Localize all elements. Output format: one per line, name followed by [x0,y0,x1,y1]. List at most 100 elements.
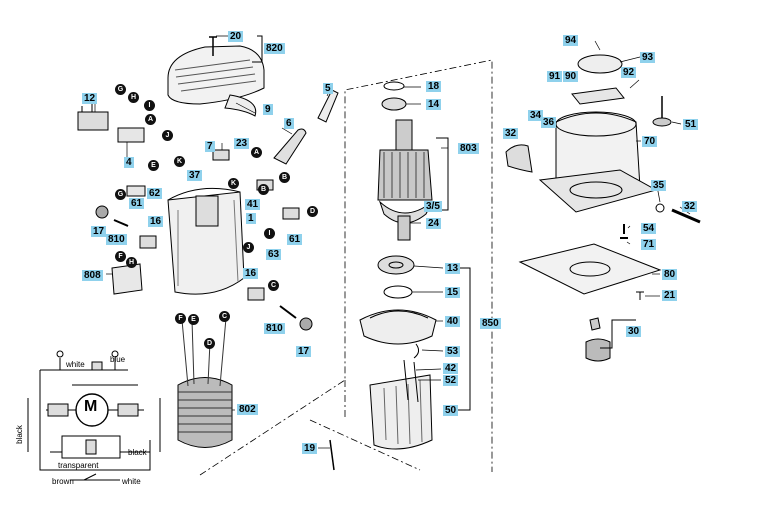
part-tag-18[interactable]: 18 [426,81,442,92]
part-tag-61b[interactable]: 61 [287,234,303,245]
connection-node-a: A [145,114,156,125]
connection-node-h: H [128,92,139,103]
wire-label-white: white [122,477,141,486]
part-tag-803[interactable]: 803 [458,143,479,154]
wire-label-black: black [128,448,147,457]
part-tag-820[interactable]: 820 [264,43,285,54]
connection-node-g: G [115,84,126,95]
part-tag-70[interactable]: 70 [642,136,658,147]
part-tag-808[interactable]: 808 [82,270,103,281]
part-tag-32a[interactable]: 32 [503,128,519,139]
wire-label-blue: blue [110,355,126,364]
part-tag-20[interactable]: 20 [228,31,244,42]
part-tag-24[interactable]: 24 [426,218,442,229]
part-tag-9[interactable]: 9 [263,104,273,115]
part-tag-94[interactable]: 94 [563,35,579,46]
part-tag-850[interactable]: 850 [480,318,501,329]
part-tag-36[interactable]: 36 [541,117,557,128]
part-tag-21[interactable]: 21 [662,290,678,301]
part-tag-14[interactable]: 14 [426,99,442,110]
wire-label-transparent: transparent [58,461,99,470]
sub-base-drawing [518,243,662,295]
connection-node-i: I [264,228,275,239]
connection-node-f: F [175,313,186,324]
connection-node-b: B [258,184,269,195]
connection-node-d: D [307,206,318,217]
connection-node-g: G [115,189,126,200]
part-tag-12[interactable]: 12 [82,93,98,104]
part-tag-35[interactable]: 35 [651,180,667,191]
connection-node-a: A [251,147,262,158]
router-base-drawing [538,111,658,213]
connection-node-e: E [148,160,159,171]
part-tag-62[interactable]: 62 [147,188,163,199]
connection-node-k: K [174,156,185,167]
part-tag-4[interactable]: 4 [124,157,134,168]
part-tag-16a[interactable]: 16 [148,216,164,227]
label-brackets [252,35,636,411]
wire-label-black: black [14,425,24,444]
part-tag-5[interactable]: 5 [323,83,333,94]
plug-drawing [273,128,307,165]
field-coil-drawing [177,317,233,448]
armature-drawing [377,119,433,241]
part-tag-51[interactable]: 51 [683,119,699,130]
part-tag-15[interactable]: 15 [445,287,461,298]
part-tag-52[interactable]: 52 [443,375,459,386]
part-tag-80[interactable]: 80 [662,269,678,280]
part-tag-61a[interactable]: 61 [129,198,145,209]
part-tag-50[interactable]: 50 [443,405,459,416]
part-tag-32b[interactable]: 32 [682,201,698,212]
part-tag-37[interactable]: 37 [187,170,203,181]
wiring-schematic [27,350,161,481]
part-tag-23[interactable]: 23 [234,138,250,149]
part-tag-93[interactable]: 93 [640,52,656,63]
housing-cap-drawing [167,45,265,117]
connection-node-j: J [243,242,254,253]
connection-node-c: C [219,311,230,322]
connection-node-c: C [268,280,279,291]
part-tag-7[interactable]: 7 [205,141,215,152]
part-tag-17a[interactable]: 17 [91,226,107,237]
part-tag-91[interactable]: 91 [547,71,563,82]
part-tag-63[interactable]: 63 [266,249,282,260]
connection-node-i: I [144,100,155,111]
connection-node-b: B [279,172,290,183]
part-tag-810b[interactable]: 810 [264,323,285,334]
motor-base-drawing [369,359,433,450]
assembly-guide-lines [199,59,493,476]
wire-label-white: white [66,360,85,369]
connection-node-j: J [162,130,173,141]
connection-node-e: E [188,314,199,325]
part-tag-3-5[interactable]: 3/5 [424,201,442,212]
part-tag-41[interactable]: 41 [245,199,261,210]
part-tag-802[interactable]: 802 [237,404,258,415]
motor-housing-drawing [167,187,245,295]
part-tag-13[interactable]: 13 [445,263,461,274]
part-tag-810a[interactable]: 810 [106,234,127,245]
part-tag-30[interactable]: 30 [626,326,642,337]
screw-20-drawing [209,36,217,56]
part-tag-92[interactable]: 92 [621,67,637,78]
part-tag-34[interactable]: 34 [528,110,544,121]
part-tag-1[interactable]: 1 [246,213,256,224]
part-tag-90[interactable]: 90 [563,71,579,82]
connection-node-d: D [204,338,215,349]
part-tag-40[interactable]: 40 [445,316,461,327]
part-tag-42[interactable]: 42 [443,363,459,374]
motor-symbol: M [84,398,98,415]
part-tag-6[interactable]: 6 [284,118,294,129]
part-tag-17b[interactable]: 17 [296,346,312,357]
connection-node-h: H [126,257,137,268]
connection-node-k: K [228,178,239,189]
connection-node-f: F [115,251,126,262]
switch-drawing [77,111,109,131]
part-tag-54[interactable]: 54 [641,223,657,234]
part-tag-71[interactable]: 71 [641,239,657,250]
wire-label-brown: brown [52,477,74,486]
part-tag-19[interactable]: 19 [302,443,318,454]
part-tag-16b[interactable]: 16 [243,268,259,279]
part-tag-53[interactable]: 53 [445,346,461,357]
